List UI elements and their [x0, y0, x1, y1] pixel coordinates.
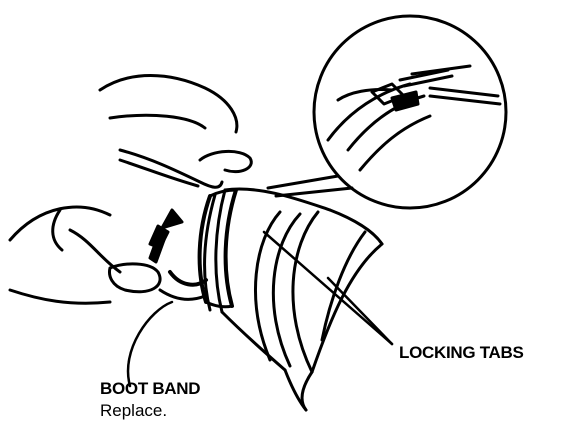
boot-band [168, 188, 238, 309]
magnified-detail [266, 14, 508, 210]
lower-hand [8, 205, 207, 305]
upper-hand [98, 74, 253, 189]
locking-tabs-label: LOCKING TABS [399, 343, 524, 362]
replace-note: Replace. [100, 401, 168, 420]
leader-lines [126, 230, 394, 388]
boot-band-label: BOOT BAND [100, 379, 201, 398]
drive-boot [203, 187, 384, 412]
rotation-arrows [148, 208, 184, 264]
